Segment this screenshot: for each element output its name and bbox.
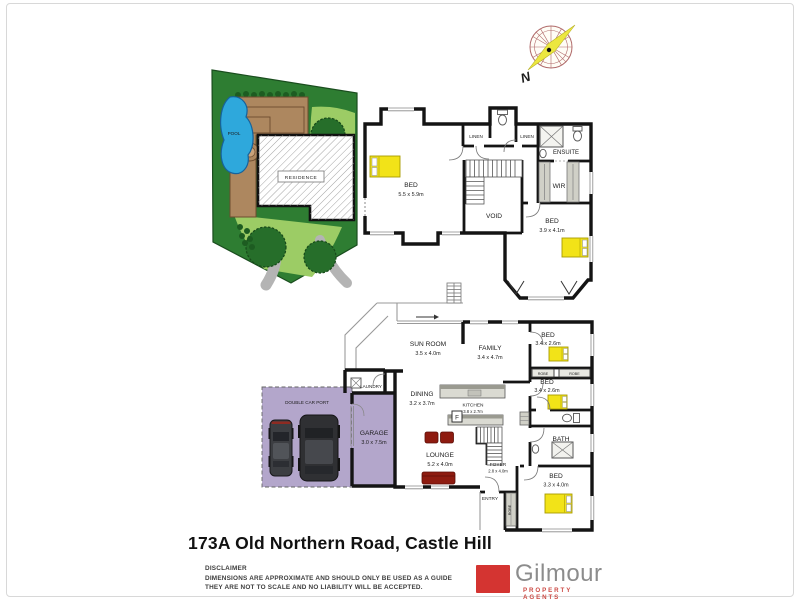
toilet-icon [562, 413, 580, 423]
room-label-wir: WIR [553, 183, 566, 190]
room-label-kitchen: KITCHEN [462, 403, 484, 409]
upper-stairs [465, 159, 523, 205]
room-dims-bed-mid: 3.4 x 2.6m [534, 388, 560, 394]
property-address: 173A Old Northern Road, Castle Hill [188, 533, 492, 553]
room-label-bed-top: BED [541, 332, 555, 339]
lower-door-arcs [351, 331, 551, 493]
basin-icon [531, 444, 540, 454]
robe-label: ROBE [569, 372, 580, 376]
agency-logo: Gilmour PROPERTY AGENTS [474, 560, 604, 600]
car-icon [268, 419, 294, 477]
room-label-linen-left: LINEN [469, 134, 483, 139]
kitchen-bench [439, 384, 506, 426]
fridge-label: F [455, 415, 459, 422]
room-label-bed-rear: BED [549, 473, 563, 480]
upper-windows [362, 106, 594, 301]
disclaimer-line: THEY ARE NOT TO SCALE AND NO LIABILITY W… [205, 584, 423, 592]
bed-icon [369, 155, 401, 178]
pool [220, 96, 254, 175]
bay-window-doors [507, 280, 578, 295]
compass-rose: N [519, 24, 576, 86]
robe-box: ROBE ROBE [531, 368, 591, 378]
upper-floor-plan: BED 5.5 x 5.9m LINEN LINEN ENSUITE WIR V… [362, 106, 594, 301]
laundry-tub-icon [350, 377, 362, 389]
tree [245, 226, 287, 268]
room-label-garage: GARAGE [360, 430, 389, 437]
lower-windows [405, 319, 595, 533]
room-label-lounge: LOUNGE [426, 452, 454, 459]
north-label: N [519, 69, 533, 86]
fridge-icon: F [451, 410, 463, 423]
toilet-icon [572, 126, 583, 142]
room-dims-foyer: 2.8 x 4.0m [488, 469, 508, 474]
double-carport: DOUBLE CAR PORT [261, 386, 353, 488]
robe-entry-label: ROBE [508, 504, 512, 515]
room-dims-bed-top: 3.4 x 2.6m [535, 341, 561, 347]
room-dims-lounge: 5.2 x 4.0m [427, 462, 453, 468]
logo-red-square-icon [476, 565, 510, 593]
compass-pivot [546, 47, 552, 53]
robe-label: ROBE [538, 372, 549, 376]
garage-door [350, 406, 354, 446]
room-label-bed-main: BED [404, 182, 418, 189]
room-label-bed-rear: BED [545, 218, 559, 225]
room-label-dining: DINING [410, 391, 433, 398]
site-plan: POOL RESIDENCE [211, 69, 358, 291]
room-dims-family: 3.4 x 4.7m [477, 355, 503, 361]
carport-label: DOUBLE CAR PORT [285, 400, 329, 405]
residence-label-box [277, 170, 325, 183]
room-label-entry: ENTRY [482, 496, 499, 502]
upper-outer-walls [363, 106, 593, 300]
room-dims-dining: 3.2 x 3.7m [409, 401, 435, 407]
room-label-foyer: FOYER [490, 462, 507, 468]
lower-inner-walls [475, 322, 592, 532]
room-label-sunroom: SUN ROOM [410, 341, 446, 348]
basin-icon [539, 148, 547, 159]
toilet-icon [497, 109, 508, 126]
bed-icon [561, 237, 589, 258]
bush-cluster [237, 224, 255, 250]
bed-icon [548, 346, 569, 362]
room-label-ensuite: ENSUITE [553, 150, 579, 156]
residence-label: RESIDENCE [285, 175, 318, 181]
lounge-furniture [421, 431, 456, 485]
entry-robe: ROBE [505, 492, 517, 527]
room-dims-bed-main: 5.5 x 5.9m [398, 192, 424, 198]
room-dims-bed-rear: 3.9 x 4.1m [539, 228, 565, 234]
room-label-laundry: LAUNDRY [360, 384, 382, 389]
robe-shelving [538, 161, 580, 203]
direction-arrow [416, 314, 439, 320]
room-dims-kitchen: 3.8 x 2.7m [463, 409, 483, 414]
garage-floor [352, 393, 395, 486]
disclaimer-line: DIMENSIONS ARE APPROXIMATE AND SHOULD ON… [205, 574, 453, 582]
deck-outline [344, 302, 463, 370]
external-stairs [446, 282, 462, 304]
room-label-linen-right: LINEN [520, 134, 534, 139]
room-dims-sunroom: 3.5 x 4.0m [415, 351, 441, 357]
room-dims-garage: 3.0 x 7.5m [361, 440, 387, 446]
disclaimer-block: DISCLAIMER DIMENSIONS ARE APPROXIMATE AN… [205, 564, 452, 593]
linen-shelving [519, 411, 530, 426]
bed-icon [547, 394, 568, 410]
disclaimer-title: DISCLAIMER [205, 565, 247, 572]
upper-door-arcs [448, 139, 568, 218]
lower-stairs [476, 426, 503, 466]
photo-border [6, 3, 794, 597]
bed-icon [544, 493, 573, 514]
logo-name: Gilmour [515, 560, 603, 587]
room-label-family: FAMILY [479, 345, 503, 352]
shower-icon [551, 441, 574, 459]
room-label-bath: BATH [552, 436, 569, 443]
tree [303, 240, 337, 274]
pool-label: POOL [228, 131, 241, 136]
lower-floor-plan: DOUBLE CAR PORT [261, 282, 595, 533]
compass-needle [527, 24, 576, 71]
room-label-void: VOID [486, 213, 502, 220]
car-icon [298, 414, 340, 482]
logo-tagline: PROPERTY AGENTS [523, 587, 573, 600]
room-label-bed-mid: BED [540, 379, 554, 386]
shower-icon [539, 125, 564, 148]
room-dims-bed-rear: 3.3 x 4.0m [543, 483, 569, 489]
